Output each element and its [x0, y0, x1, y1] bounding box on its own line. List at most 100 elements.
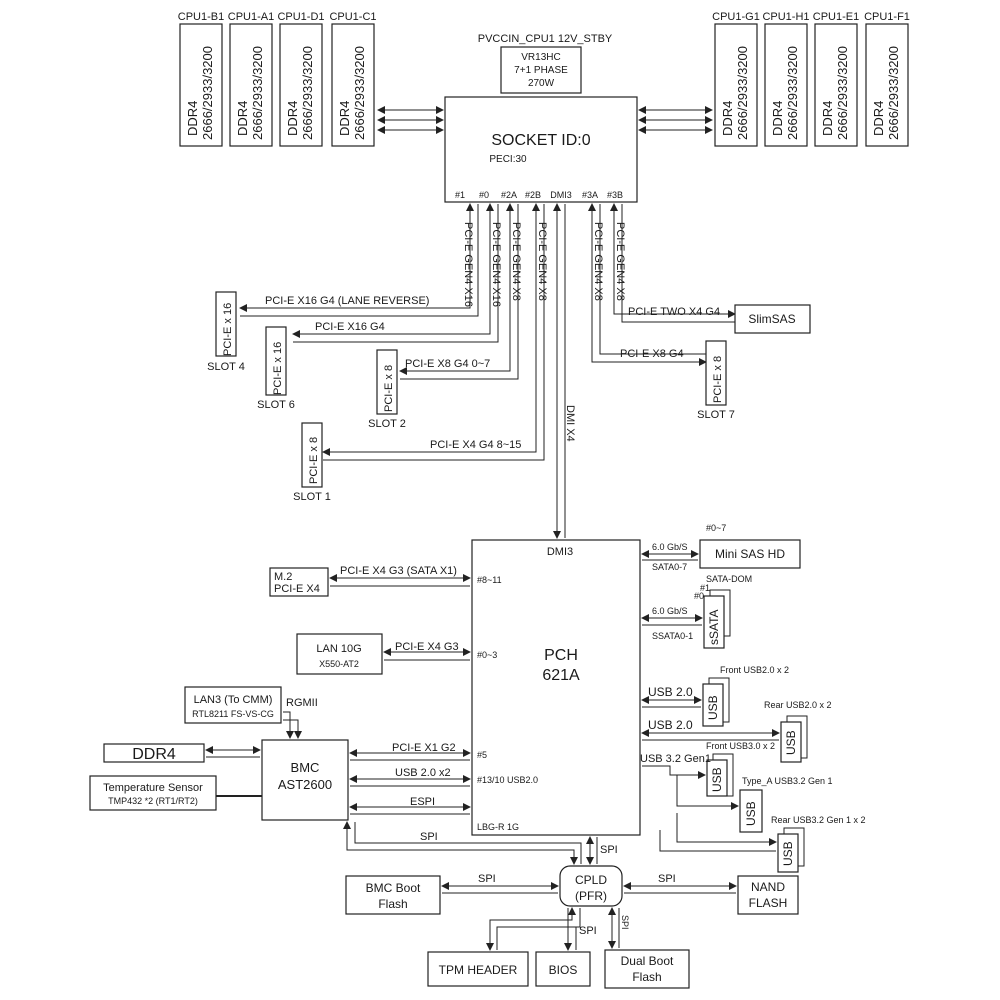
cpld-name: CPLD	[575, 873, 607, 887]
dimm-type: DDR4	[820, 101, 835, 136]
pch-name: PCH	[544, 647, 578, 664]
cpu-port-label: #1	[455, 190, 465, 200]
dimm-label: CPU1-G1	[712, 11, 760, 23]
dimm-label: CPU1-H1	[762, 11, 809, 23]
dimm-speed: 2666/2933/3200	[835, 46, 850, 140]
front-usb3-label: Front USB3.0 x 2	[706, 741, 775, 751]
dual-boot-flash: Dual Boot Flash	[604, 949, 690, 989]
temperature-sensor: Temperature Sensor TMP432 *2 (RT1/RT2)	[89, 775, 262, 811]
dual-boot-line: Dual Boot	[621, 954, 674, 968]
usb-link-label: USB 2.0	[648, 685, 693, 699]
lan3-device: LAN3 (To CMM) RTL8211 FS-VS-CG RGMII	[184, 686, 318, 739]
link-vlabel: PCI-E GEN4 X8	[614, 222, 626, 301]
typea-usb3-label: Type_A USB3.2 Gen 1	[742, 776, 833, 786]
cpld: CPLD (PFR)	[559, 865, 623, 907]
slot-link-label: PCI-E X8 G4	[620, 348, 684, 360]
ssata-port: #0	[694, 591, 704, 601]
slot-4: PCI-E x 16 SLOT 4 PCI-E X16 G4 (LANE REV…	[207, 291, 429, 373]
link-vlabel: PCI-E GEN4 X8	[510, 222, 522, 301]
spi-label: SPI	[478, 873, 496, 885]
dimm-box	[814, 23, 858, 147]
dimm-box	[714, 23, 758, 147]
peci-label: PECI:30	[489, 154, 527, 165]
slot-link-label: PCI-E X8 G4 0~7	[405, 358, 490, 370]
slot-7: PCI-E x 8 SLOT 7 PCI-E X8 G4	[620, 340, 735, 421]
bmc: BMC AST2600 PCI-E X1 G2 USB 2.0 x2 ESPI	[261, 739, 471, 821]
rear-usb2-label: Rear USB2.0 x 2	[764, 700, 832, 710]
bmc-boot-line: BMC Boot	[366, 881, 421, 895]
pch-port: #13/10 USB2.0	[477, 775, 538, 785]
m2-line: M.2	[274, 571, 292, 583]
ssata-label: sSATA	[707, 609, 721, 645]
lan10g-name: LAN 10G	[316, 643, 361, 655]
link-vlabel: PCI-E GEN4 X8	[536, 222, 548, 301]
dimm-speed: 2666/2933/3200	[735, 46, 750, 140]
pch-port: #5	[477, 750, 487, 760]
bmc-name: BMC	[291, 760, 320, 775]
dimm-speed: 2666/2933/3200	[886, 46, 901, 140]
slot-1: PCI-E x 8 SLOT 1 PCI-E X4 G4 8~15	[293, 422, 521, 503]
sata-speed: 6.0 Gb/S	[652, 542, 688, 552]
dmi-x4-label: DMI X4	[564, 405, 576, 442]
dimm-label: CPU1-A1	[228, 11, 274, 23]
dimm-type: DDR4	[285, 101, 300, 136]
nand-line: FLASH	[749, 896, 788, 910]
dimm-label: CPU1-D1	[277, 11, 324, 23]
pch-port: #8~11	[477, 575, 502, 585]
spi-label: SPI	[600, 844, 618, 856]
usb-box-label: USB	[781, 841, 795, 866]
typea-usb3: Type_A USB3.2 Gen 1 USB	[739, 776, 833, 833]
bmc-boot-flash: BMC Boot Flash	[345, 875, 441, 915]
cpu-pcie-links: PCI-E GEN4 X16 PCI-E GEN4 X16 PCI-E GEN4…	[239, 203, 736, 539]
dimm-type: DDR4	[720, 101, 735, 136]
bios-label: BIOS	[549, 963, 578, 977]
cpu-port-label: #2A	[501, 190, 517, 200]
dimm-label: CPU1-C1	[329, 11, 376, 23]
link-vlabel: PCI-E GEN4 X16	[490, 222, 502, 307]
dimm-box	[764, 23, 808, 147]
spi-label: SPI	[658, 873, 676, 885]
usb-link-label: USB 2.0	[648, 718, 693, 732]
cpu-port-label: #3B	[607, 190, 623, 200]
temp-sensor-sub: TMP432 *2 (RT1/RT2)	[108, 796, 198, 806]
tpm-label: TPM HEADER	[439, 963, 518, 977]
bmc-boot-line: Flash	[378, 897, 407, 911]
ssata-port-name: SSATA0-1	[652, 631, 693, 641]
slot-name: SLOT 7	[697, 409, 735, 421]
temp-sensor-name: Temperature Sensor	[103, 782, 203, 794]
rear-usb2: Rear USB2.0 x 2 USB USB 2.0	[641, 700, 832, 763]
link-vlabel: PCI-E GEN4 X8	[592, 222, 604, 301]
bmc-ddr4-label: DDR4	[132, 746, 176, 763]
socket-label: SOCKET ID:0	[491, 132, 590, 149]
pch-dmi-label: DMI3	[547, 546, 573, 558]
nand-flash: NAND FLASH	[737, 875, 799, 915]
slot-2: PCI-E x 8 SLOT 2 PCI-E X8 G4 0~7	[368, 349, 490, 430]
usb-box-label: USB	[710, 767, 724, 792]
slot-name: SLOT 4	[207, 361, 245, 373]
cpu-port-label: #3A	[582, 190, 598, 200]
ssata-speed: 6.0 Gb/S	[652, 606, 688, 616]
usb-box-label: USB	[744, 801, 758, 826]
mini-sas-ports: #0~7	[706, 523, 726, 533]
mini-sas-name: Mini SAS HD	[715, 547, 785, 561]
spi-links: SPI SPI SPI SPI SPI SPI	[343, 821, 737, 951]
nand-line: NAND	[751, 880, 785, 894]
usb-box-label: USB	[784, 730, 798, 755]
front-usb2-label: Front USB2.0 x 2	[720, 665, 789, 675]
dimm-speed: 2666/2933/3200	[250, 46, 265, 140]
slot-link-label: PCI-E X4 G4 8~15	[430, 439, 521, 451]
dimm-box	[229, 23, 273, 147]
dimm-label: CPU1-F1	[864, 11, 910, 23]
front-usb3: Front USB3.0 x 2 USB USB 3.2 Gen1	[640, 741, 777, 846]
lan10g-link-label: PCI-E X4 G3	[395, 641, 459, 653]
pch-port: #0~3	[477, 650, 497, 660]
dimm-type: DDR4	[185, 101, 200, 136]
memory-bus-left	[377, 106, 444, 134]
ssata-port: #1	[700, 583, 710, 593]
